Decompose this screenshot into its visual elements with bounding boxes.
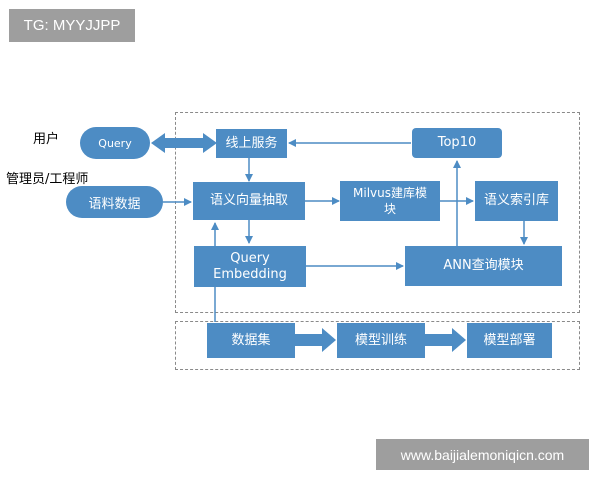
corpus-node: 语料数据: [66, 186, 163, 218]
ann-node: ANN查询模块: [405, 246, 562, 286]
watermark-top-left: TG: MYYJJPP: [9, 9, 135, 42]
online-pipeline-frame: [175, 112, 580, 313]
actor-admin-label: 管理员/工程师: [6, 172, 89, 187]
arrow-training-to-deploy: [425, 328, 466, 352]
query-embedding-node: Query Embedding: [194, 246, 306, 287]
arrow-query-online-bidirectional: [151, 133, 217, 153]
arrow-dataset-to-training: [295, 328, 336, 352]
online-service-node: 线上服务: [216, 129, 287, 158]
milvus-node: Milvus建库模块: [340, 181, 440, 221]
dataset-node: 数据集: [207, 323, 295, 358]
watermark-bottom-right: www.baijialemoniqicn.com: [376, 439, 589, 470]
semantic-index-node: 语义索引库: [475, 181, 558, 221]
top10-node: Top10: [412, 128, 502, 158]
training-pipeline-frame: [175, 321, 580, 370]
semantic-extract-node: 语义向量抽取: [193, 182, 305, 220]
model-deploy-node: 模型部署: [467, 323, 552, 358]
actor-user-label: 用户: [33, 132, 60, 147]
model-training-node: 模型训练: [337, 323, 425, 358]
query-node: Query: [80, 127, 150, 159]
